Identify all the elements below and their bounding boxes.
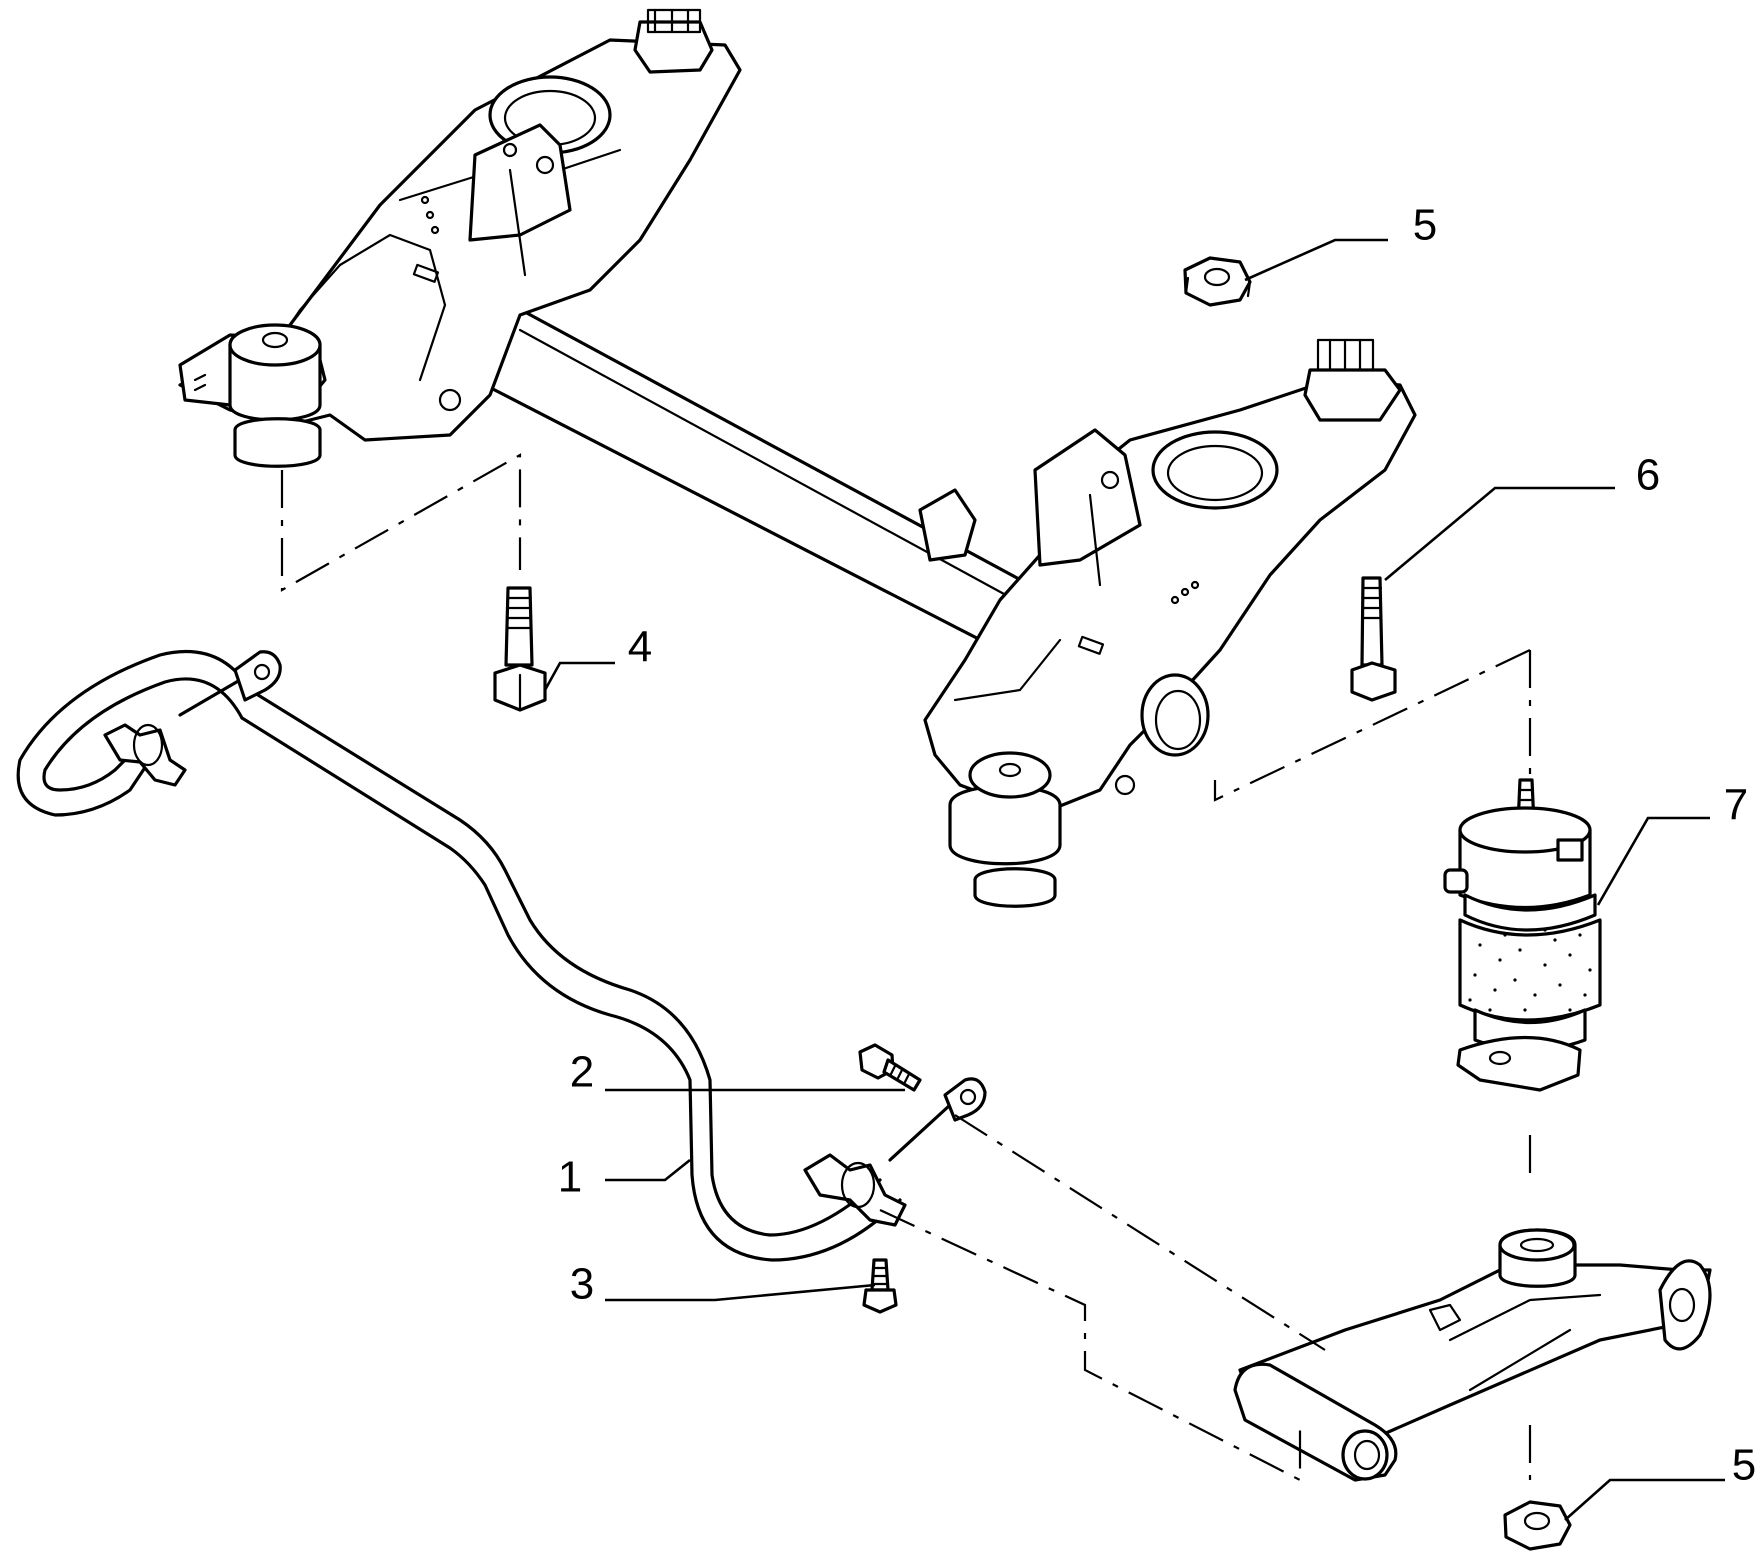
nut-5-bottom [1503,1500,1572,1551]
callout-leaders [543,238,1725,1521]
screw-3 [862,1258,898,1314]
shock-absorber-7 [1443,778,1602,1092]
callout-7: 7 [1724,781,1748,830]
assembly-lines [280,453,1532,1482]
bolt-2 [858,1043,922,1092]
nut-5-top [1183,256,1252,307]
rear-axle-crossmember [178,8,1032,652]
bolt-6 [1350,576,1397,702]
shock-absorber-texture [1468,928,1592,1012]
anti-roll-bar [16,650,987,1262]
rear-axle-crossmember-right-arm [918,338,1417,908]
callout-1: 1 [558,1153,582,1202]
bolt-4 [493,586,547,712]
callout-3: 3 [570,1260,594,1309]
callout-5-bottom: 5 [1732,1441,1756,1490]
trailing-arm [1233,1228,1712,1482]
callout-4: 4 [628,623,652,672]
callout-5-top: 5 [1413,201,1437,250]
callout-2: 2 [570,1048,594,1097]
callout-6: 6 [1636,451,1660,500]
